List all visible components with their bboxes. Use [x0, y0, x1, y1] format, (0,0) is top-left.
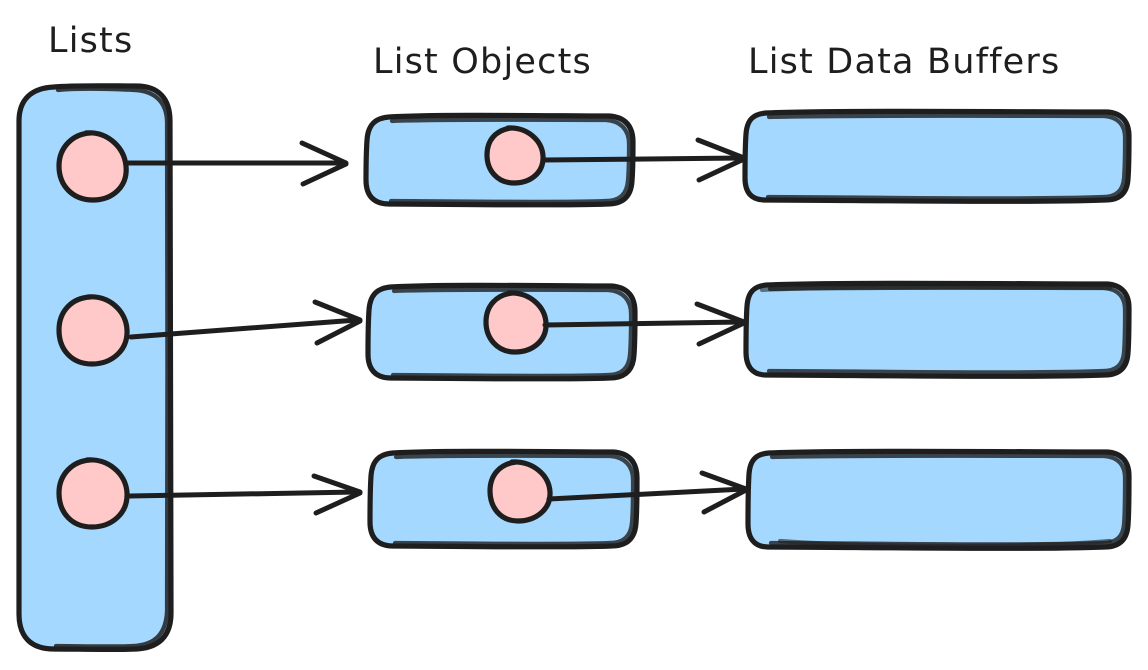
lists-container-outline [16, 83, 174, 653]
list-data-buffer-3-outline [745, 448, 1132, 551]
lists-container-outline-pass2 [53, 86, 170, 649]
list-slot-2-fill [60, 297, 126, 363]
list-data-buffer-1-outline [742, 108, 1132, 204]
list-slot-1-fill [60, 133, 126, 199]
arrow-list-slot-2-to-list-object-3 [128, 299, 363, 346]
arrow-6-head-upper [699, 470, 749, 492]
arrow-2-head-upper [312, 299, 363, 323]
list-object-3[interactable] [367, 448, 640, 550]
arrow-list-object-3-to-buffer-3 [546, 470, 749, 515]
list-slot-3[interactable] [56, 457, 130, 530]
list-object-3-outline [367, 448, 640, 550]
list-object-2[interactable] [365, 282, 638, 382]
arrow-3-head-lower [313, 490, 363, 516]
list-data-buffer-2-inner-sketch-line [759, 285, 1113, 293]
list-object-3-outline-pass2 [392, 453, 636, 546]
arrow-list-object-2-to-buffer-2 [542, 301, 747, 347]
list-slot-1-outline [56, 130, 129, 203]
list-slot-2-outline [56, 294, 130, 367]
list-object-1-pointer-fill [488, 128, 542, 182]
list-object-3-pointer-fill [490, 462, 548, 520]
list-data-buffer-1[interactable] [742, 108, 1132, 204]
arrow-2-head-lower [314, 318, 363, 346]
column-label-lists: Lists [48, 21, 133, 61]
arrow-4-head-lower [696, 156, 747, 183]
list-object-3-pointer-outline [487, 459, 553, 524]
list-slot-1[interactable] [56, 130, 129, 203]
arrow-list-slot-1-to-list-object-1 [123, 140, 349, 187]
list-data-buffer-3-inner-sketch-line [777, 538, 1113, 548]
list-object-1-outline [363, 112, 636, 208]
list-data-buffer-1-fill [745, 112, 1128, 200]
list-object-2-pointer-outline [483, 290, 549, 355]
lists-container-fill [19, 86, 171, 649]
arrow-3-shaft [127, 489, 360, 499]
list-object-2-outline-pass2 [390, 287, 634, 378]
list-data-buffer-2-outline [743, 280, 1132, 379]
column-label-list-data-buffers: List Data Buffers [748, 42, 1060, 82]
arrow-1-head-lower [300, 161, 349, 187]
arrow-4-shaft [540, 155, 745, 163]
arrow-6-shaft [546, 486, 747, 502]
list-object-1-outline-pass2 [388, 117, 632, 204]
list-data-buffer-2-fill [746, 284, 1128, 374]
arrow-1-head-upper [299, 140, 349, 166]
list-data-buffer-3-fill [748, 452, 1128, 546]
list-object-2-pointer-fill [486, 293, 544, 351]
arrow-3-head-upper [311, 473, 363, 495]
arrow-list-slot-3-to-list-object-3 [127, 473, 363, 516]
arrow-6-head-lower [701, 487, 749, 515]
arrow-2-shaft [128, 317, 360, 340]
arrow-5-head-lower [696, 320, 747, 347]
column-label-list-objects: List Objects [373, 42, 592, 82]
list-slot-3-outline [56, 457, 130, 530]
list-slot-2[interactable] [56, 294, 130, 367]
arrow-5-head-upper [694, 301, 747, 325]
list-object-1-pointer-outline [484, 125, 546, 186]
list-data-buffer-2[interactable] [743, 280, 1132, 379]
arrow-list-object-1-to-buffer-1 [540, 137, 747, 183]
list-object-1[interactable] [363, 112, 636, 208]
list-data-buffer-3[interactable] [745, 448, 1132, 551]
list-slot-3-fill [60, 460, 126, 526]
lists-container[interactable] [16, 83, 174, 653]
arrow-5-shaft [542, 319, 745, 328]
list-data-buffer-1-outline-pass2 [765, 113, 1128, 201]
arrow-4-head-upper [695, 137, 747, 161]
list-object-2-outline [365, 282, 638, 382]
